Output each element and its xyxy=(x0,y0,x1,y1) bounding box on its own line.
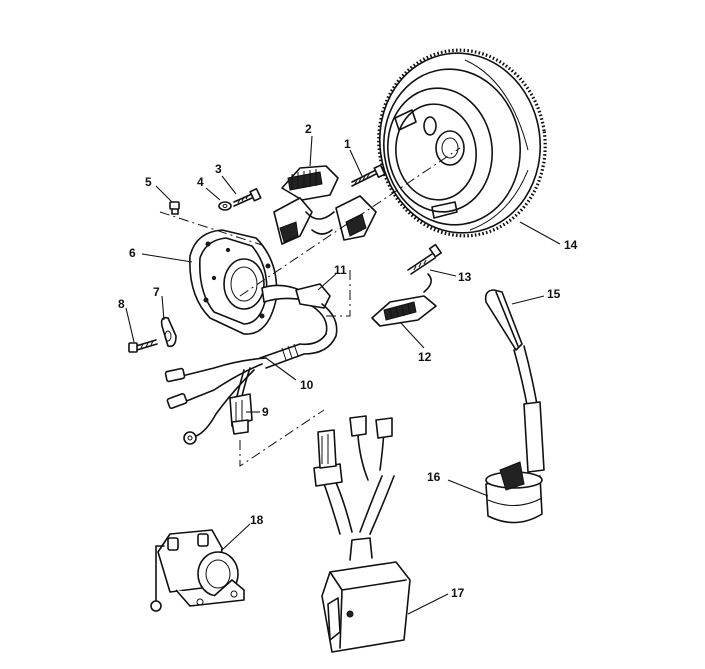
callout-11: 11 xyxy=(334,263,347,277)
leader-lines xyxy=(125,135,561,615)
callout-16: 16 xyxy=(427,470,441,484)
stator-assembly xyxy=(273,165,377,245)
wire-harness xyxy=(164,283,338,445)
washer-4 xyxy=(218,201,232,211)
flywheel xyxy=(377,48,547,238)
pulser-coil xyxy=(371,273,437,327)
callout-13: 13 xyxy=(458,270,472,284)
ignition-coil xyxy=(485,461,543,524)
assembly-lines xyxy=(159,147,461,467)
callout-2: 2 xyxy=(305,122,312,136)
screw-8 xyxy=(128,339,158,353)
callout-5: 5 xyxy=(145,175,152,189)
callout-6: 6 xyxy=(129,246,136,260)
callout-9: 9 xyxy=(262,405,269,419)
cdi-box xyxy=(313,415,411,653)
callout-18: 18 xyxy=(250,513,264,527)
callout-7: 7 xyxy=(153,285,160,299)
connector-9 xyxy=(229,393,253,435)
stator-plate xyxy=(189,229,278,335)
screw-1 xyxy=(351,164,386,187)
callout-17: 17 xyxy=(451,586,465,600)
callout-15: 15 xyxy=(547,287,561,301)
screw-5 xyxy=(169,201,180,215)
starter-solenoid xyxy=(150,529,245,612)
callout-10: 10 xyxy=(300,378,314,392)
callout-3: 3 xyxy=(215,162,222,176)
spark-plug-cap xyxy=(484,289,545,473)
callout-1: 1 xyxy=(344,137,351,151)
callout-8: 8 xyxy=(118,297,125,311)
wire-clamp xyxy=(160,316,177,348)
callout-4: 4 xyxy=(197,175,204,189)
screw-3 xyxy=(233,187,262,207)
callout-labels: 1 2 3 4 5 6 7 8 9 10 11 12 13 14 15 16 1… xyxy=(118,122,578,600)
bolt-13 xyxy=(407,243,442,275)
callout-12: 12 xyxy=(418,350,432,364)
callout-14: 14 xyxy=(564,238,578,252)
